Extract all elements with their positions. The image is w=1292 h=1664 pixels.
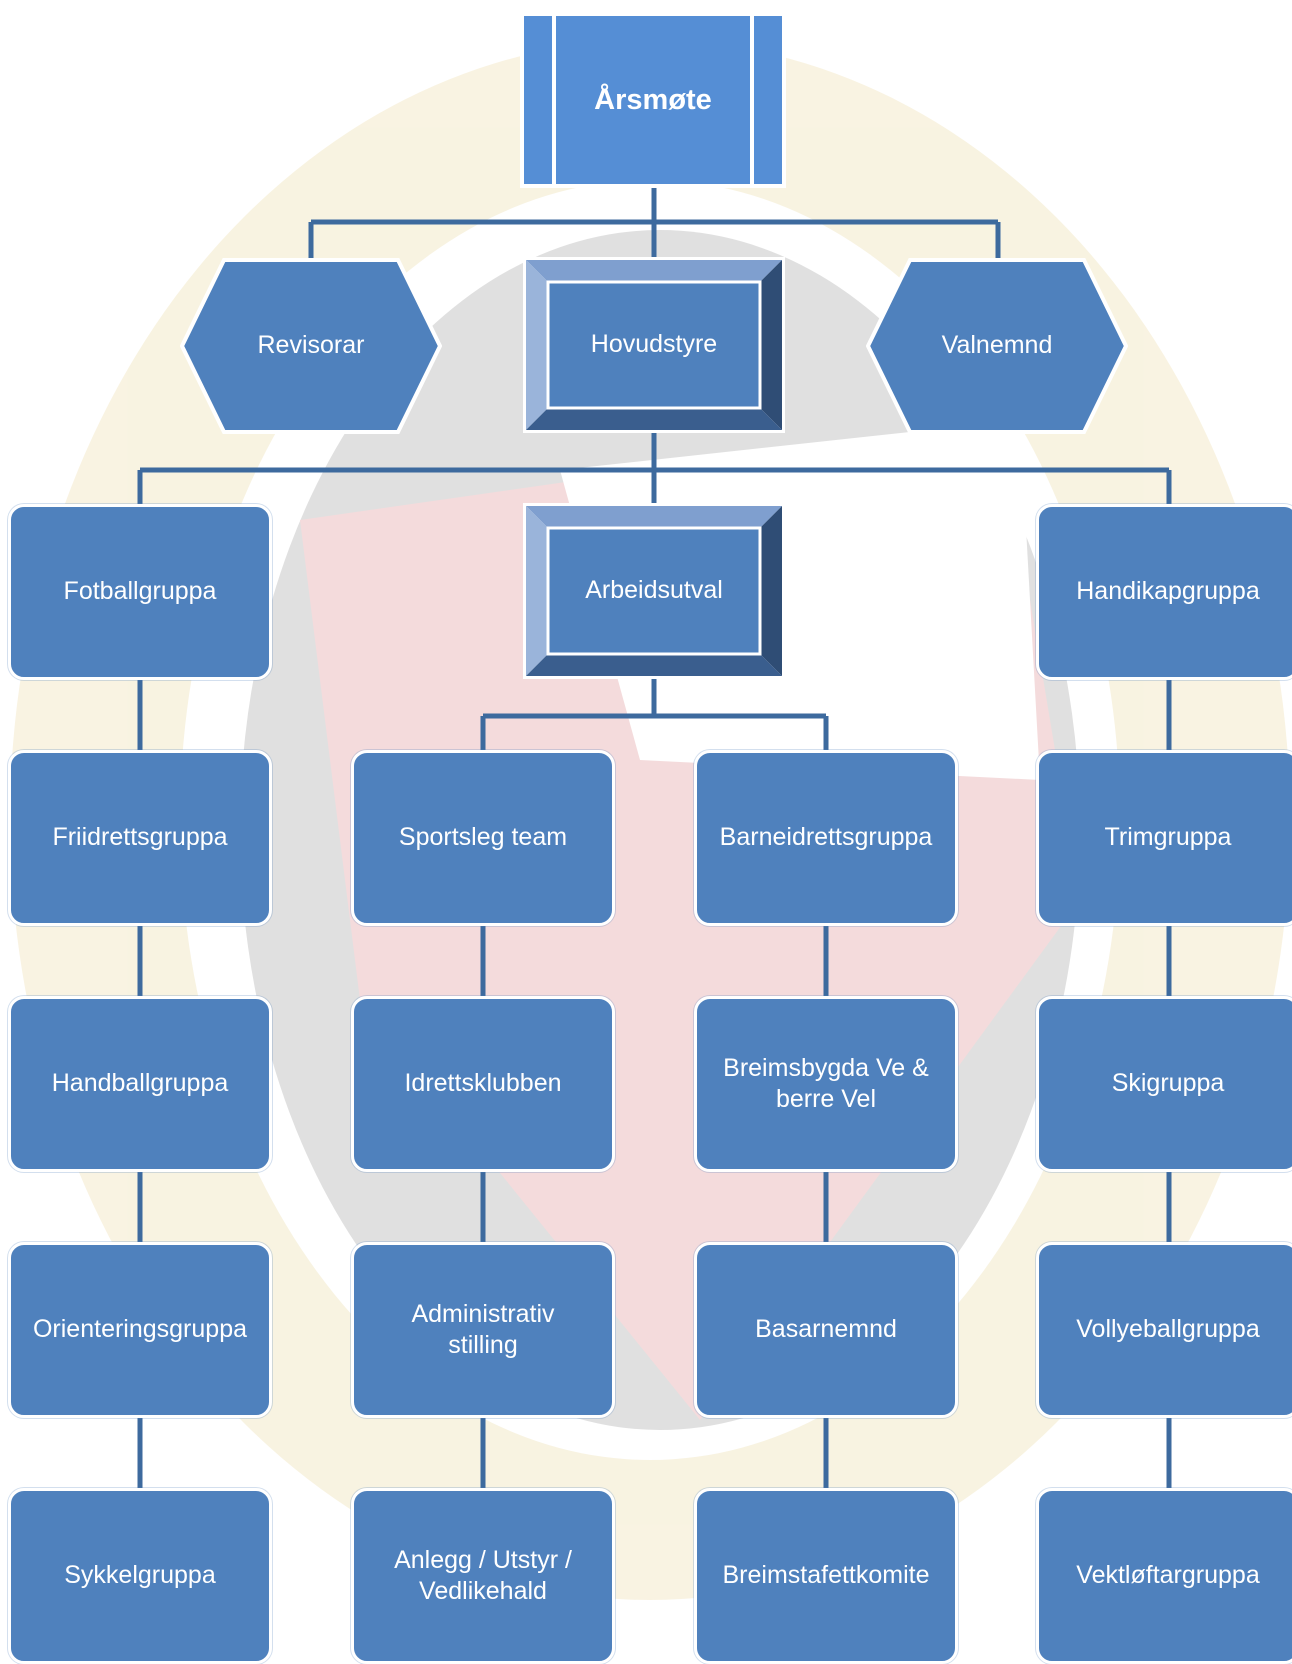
- node-label: Breimsbygda Ve & berre Vel: [723, 1053, 929, 1113]
- node-arbeidsutval: Arbeidsutval: [522, 502, 786, 680]
- node-label: Basarnemnd: [755, 1315, 897, 1344]
- node-label: Orienteringsgruppa: [32, 1315, 247, 1344]
- node-label: Vollyeballgruppa: [1076, 1315, 1260, 1344]
- node-label: Idrettsklubben: [404, 1069, 562, 1098]
- node-basarnemnd: Basarnemnd: [694, 1242, 958, 1418]
- node-arsmote: Årsmøte: [520, 12, 786, 188]
- node-skigruppa: Skigruppa: [1036, 996, 1292, 1172]
- node-barneidrettsgruppa: Barneidrettsgruppa: [694, 750, 958, 926]
- bevel-shape: [523, 503, 785, 679]
- node-label: Administrativ stilling: [411, 1299, 555, 1359]
- node-vollyeballgruppa: Vollyeballgruppa: [1036, 1242, 1292, 1418]
- node-label: Hovudstyre: [590, 330, 718, 359]
- node-label: Anlegg / Utstyr / Vedlikehald: [394, 1545, 572, 1605]
- node-valnemnd: Valnemnd: [866, 258, 1128, 434]
- node-label: Revisorar: [257, 331, 365, 360]
- node-handballgruppa: Handballgruppa: [8, 996, 272, 1172]
- node-sykkelgruppa: Sykkelgruppa: [8, 1488, 272, 1664]
- node-label: Handballgruppa: [51, 1069, 229, 1098]
- node-label: Valnemnd: [941, 331, 1053, 360]
- node-breimsbygda-vel: Breimsbygda Ve & berre Vel: [694, 996, 958, 1172]
- node-idrettsklubben: Idrettsklubben: [351, 996, 615, 1172]
- hexagon-shape: [180, 258, 442, 434]
- node-hovudstyre: Hovudstyre: [522, 256, 786, 434]
- node-orienteringsgruppa: Orienteringsgruppa: [8, 1242, 272, 1418]
- node-label: Skigruppa: [1111, 1069, 1225, 1098]
- node-label: Trimgruppa: [1104, 823, 1232, 852]
- node-handikapgruppa: Handikapgruppa: [1036, 504, 1292, 680]
- node-label: Vektløftargruppa: [1076, 1561, 1260, 1590]
- node-label: Årsmøte: [594, 83, 712, 116]
- node-anlegg-utstyr: Anlegg / Utstyr / Vedlikehald: [351, 1488, 615, 1664]
- root-shape: [520, 12, 786, 188]
- bevel-shape: [523, 257, 785, 433]
- node-label: Arbeidsutval: [585, 576, 723, 605]
- node-sportsleg-team: Sportsleg team: [351, 750, 615, 926]
- node-label: Sykkelgruppa: [64, 1561, 216, 1590]
- node-label: Friidrettsgruppa: [52, 823, 228, 852]
- node-revisorar: Revisorar: [180, 258, 442, 434]
- node-friidrettsgruppa: Friidrettsgruppa: [8, 750, 272, 926]
- node-label: Handikapgruppa: [1076, 577, 1260, 606]
- node-administrativ-stilling: Administrativ stilling: [351, 1242, 615, 1418]
- node-label: Fotballgruppa: [63, 577, 217, 606]
- node-label: Breimstafettkomite: [722, 1561, 930, 1590]
- node-breimstafettkomite: Breimstafettkomite: [694, 1488, 958, 1664]
- node-fotballgruppa: Fotballgruppa: [8, 504, 272, 680]
- hexagon-shape: [866, 258, 1128, 434]
- node-trimgruppa: Trimgruppa: [1036, 750, 1292, 926]
- node-vektloftargruppa: Vektløftargruppa: [1036, 1488, 1292, 1664]
- node-label: Barneidrettsgruppa: [719, 823, 933, 852]
- node-label: Sportsleg team: [398, 823, 568, 852]
